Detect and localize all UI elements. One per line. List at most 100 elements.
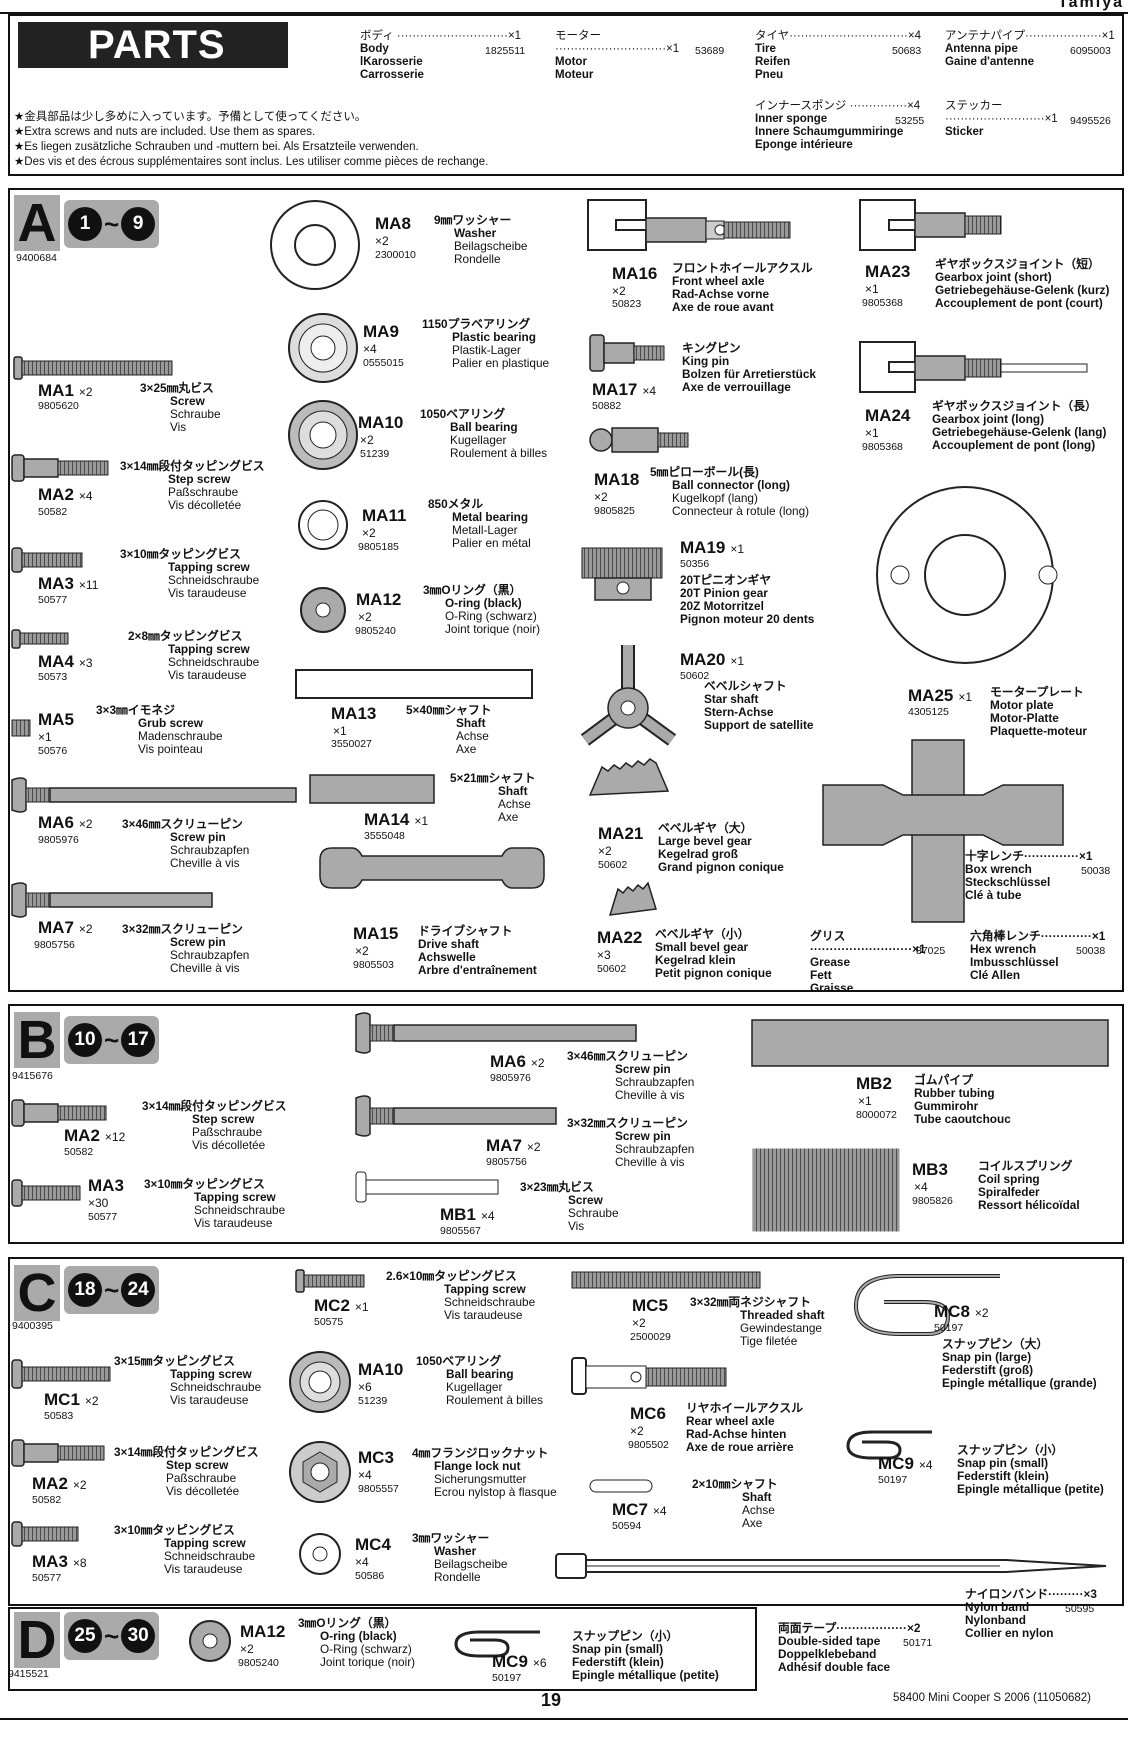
mc1-label: MC1×2 [44,1390,99,1409]
mb-ma6-screw-pin-icon [355,1012,637,1054]
section-d-box [8,1607,757,1691]
mb-ma3-tapping-screw-icon [11,1179,81,1207]
ma9-plastic-bearing-icon [288,313,358,383]
ma13-shaft-icon [295,669,533,699]
mc9-desc: スナップピン（小）Snap pin (small)Federstift (kle… [957,1443,1104,1496]
ma10-ball-bearing-icon [288,400,358,470]
section-a-id: 9400684 [16,252,57,264]
ma24-code: 9805368 [862,441,903,453]
mc7-code: 50594 [612,1520,642,1532]
ma18-desc: 5㎜ピローボール(長)Ball connector (long)Kugelkop… [650,465,810,518]
ma6-screw-pin-icon [11,777,297,813]
ma24-label: MA24 [865,406,911,425]
mb-ma2-step-screw-icon [11,1099,107,1127]
bottom-rule [0,1718,1128,1720]
ma21-qty: ×2 [598,844,612,858]
ma5-qty: ×1 [38,730,52,744]
ma7-label: MA7×2 [38,918,93,937]
ma22-label: MA22 [597,928,643,947]
section-b-id: 9415676 [12,1070,53,1082]
ma24-qty: ×1 [865,426,879,440]
mb1-label: MB1×4 [440,1205,495,1224]
ma11-qty: ×2 [362,526,376,540]
section-a-box [8,188,1124,992]
ma8-washer-icon [270,200,360,290]
ma9-qty: ×4 [363,342,377,356]
box-wrench-icon [822,739,1064,923]
ma16-front-axle-icon [587,199,791,251]
section-c-box [8,1257,1124,1606]
ma20-star-shaft-icon [580,645,677,746]
ma1-code: 9805620 [38,400,79,412]
b-ma7-code: 9805756 [486,1156,527,1168]
ma12-oring-icon [300,587,346,633]
d-mc9-code: 50197 [492,1672,522,1684]
mc8-label: MC8×2 [934,1302,989,1321]
mc8-desc: スナップピン（大）Snap pin (large)Federstift (gro… [942,1337,1097,1390]
mb3-coil-spring-icon [751,1147,901,1233]
nylon-band-icon [555,1553,1107,1579]
notes: ★金具部品は少し多めに入っています。予備として使ってください。 ★Extra s… [14,110,488,170]
ma22-code: 50602 [597,963,627,975]
section-d-steps: 25~30 [64,1612,160,1660]
b-ma3-code: 50577 [88,1211,118,1223]
mb2-code: 8000072 [856,1109,897,1121]
ma15-qty: ×2 [355,944,369,958]
ma5-grub-screw-icon [11,719,31,737]
ma15-code: 9805503 [353,959,394,971]
ma3-label: MA3×11 [38,574,99,593]
ma18-code: 9805825 [594,505,635,517]
ma7-code: 9805756 [34,939,75,951]
mc9-label: MC9×4 [878,1454,933,1473]
mc6-label: MC6 [630,1404,666,1423]
ma11-metal-bearing-icon [298,500,348,550]
c-ma10-code: 51239 [358,1395,388,1407]
mc-ma10-ball-bearing-icon [289,1351,351,1413]
mc-ma2-step-screw-icon [11,1439,105,1467]
mc2-label: MC2×1 [314,1296,369,1315]
ma18-ball-connector-icon [589,427,689,453]
ma23-desc: ギヤボックスジョイント（短）Gearbox joint (short)Getri… [935,257,1110,310]
ma24-gearbox-joint-long-icon [859,341,1088,393]
mc3-label: MC3 [358,1448,394,1467]
mc5-qty: ×2 [632,1316,646,1330]
d-ma12-code: 9805240 [238,1657,279,1669]
ma16-code: 50823 [612,298,642,310]
ma14-code: 3555048 [364,830,405,842]
d-mc9-desc: スナップピン（小）Snap pin (small)Federstift (kle… [572,1629,719,1682]
ma14-shaft-icon [309,774,435,804]
ma8-label: MA8 [375,214,411,233]
ma6-code: 9805976 [38,834,79,846]
ma4-tapping-screw-icon [11,629,69,649]
md-ma12-oring-icon [189,1620,231,1662]
mc2-code: 50575 [314,1316,344,1328]
section-c-badge: C [14,1265,60,1321]
d-ma12-desc: 3㎜Oリング（黒）O-ring (black)O-Ring (schwarz)J… [298,1616,416,1669]
mc8-snap-pin-large-icon [853,1274,1000,1336]
mc8-code: 50197 [934,1322,964,1334]
b-ma3-label: MA3 [88,1176,124,1195]
